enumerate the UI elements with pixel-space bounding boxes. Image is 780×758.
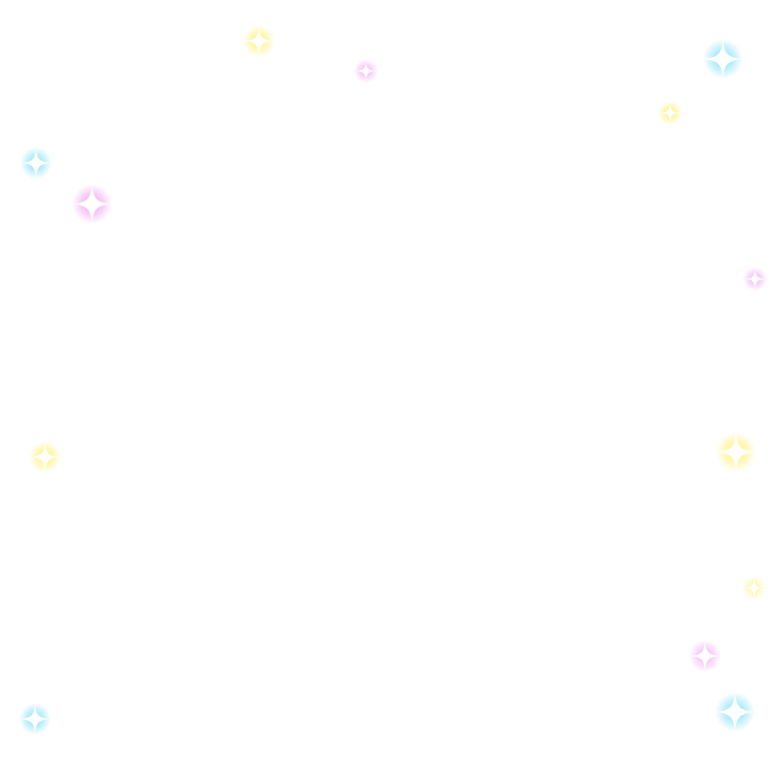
star-shape [660,103,680,123]
star-shape [715,692,755,732]
star-shape [20,704,50,734]
sparkle-icon [741,575,767,601]
sparkle-icon [27,439,63,475]
star-shape [30,442,60,472]
star-shape [244,26,274,56]
sparkle-icon [742,266,768,292]
star-shape [21,148,51,178]
sparkle-icon [713,690,757,734]
sparkle-icon [17,701,53,737]
star-shape [703,39,743,79]
sparkle-icon [687,638,723,674]
star-shape [745,269,765,289]
sparkle-icon [657,100,683,126]
star-shape [744,578,764,598]
sparkle-icon [714,430,758,474]
star-shape [356,61,376,81]
sparkle-icon [241,23,277,59]
sparkle-icon [701,37,745,81]
sparkle-icon [18,145,54,181]
star-shape [690,641,720,671]
star-shape [72,184,112,224]
sparkle-icon [353,58,379,84]
sparkle-icon [70,182,114,226]
star-shape [716,432,756,472]
